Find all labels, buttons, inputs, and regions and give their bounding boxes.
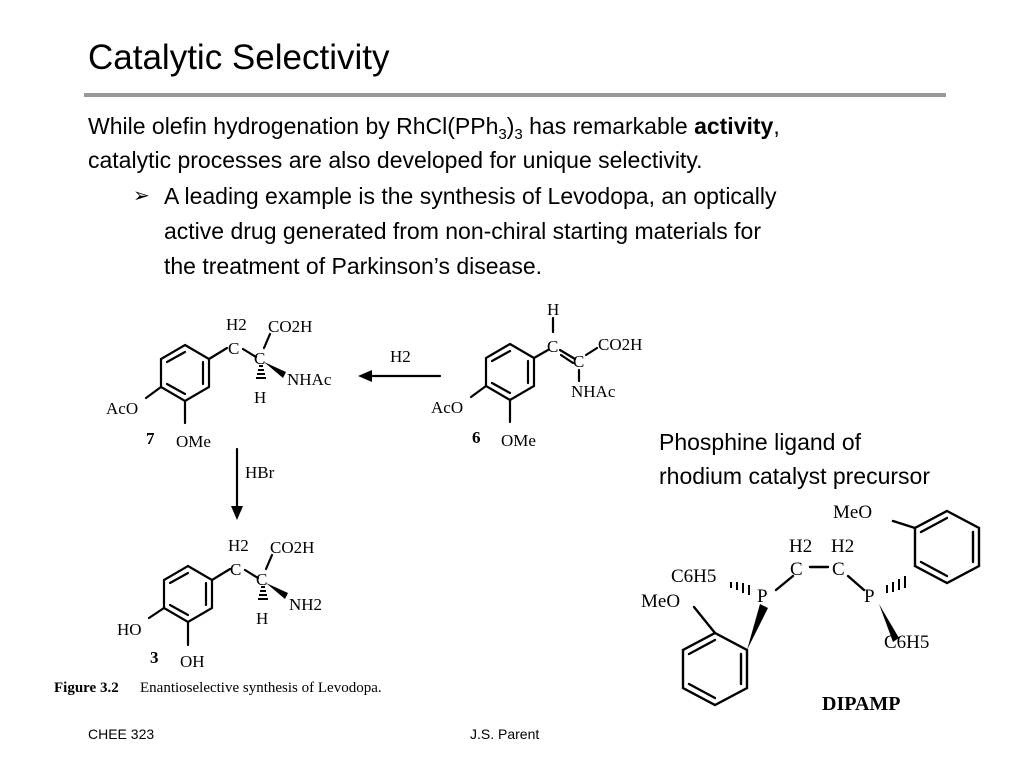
dipamp-name: DIPAMP <box>822 693 901 715</box>
bullet-line-3: the treatment of Parkinson’s disease. <box>164 253 543 279</box>
emphasis-activity: activity <box>694 113 774 139</box>
compound7-wedge <box>264 362 286 378</box>
figure-caption-text: Enantioselective synthesis of Levodopa. <box>140 680 382 696</box>
footer-course: CHEE 323 <box>88 726 155 742</box>
dipamp-hashed-bonds <box>730 576 906 595</box>
compound7-co2h: CO2H <box>268 317 312 336</box>
compound7-c1: C <box>228 339 239 358</box>
footer-author: J.S. Parent <box>470 726 540 742</box>
compound6-nhac: NHAc <box>571 382 616 401</box>
hashed-bonds <box>256 365 268 600</box>
slide-title: Catalytic Selectivity <box>88 38 390 77</box>
dipamp-h2-right: H2 <box>831 536 854 557</box>
ligand-caption-line-1: Phosphine ligand of <box>659 429 862 455</box>
dipamp-c-right: C <box>832 559 845 580</box>
figure-caption-label: Figure 3.2 <box>54 680 119 696</box>
dipamp-c6h5-left: C6H5 <box>671 566 716 587</box>
hbr-arrowhead <box>231 506 243 520</box>
compound6-c1: C <box>547 337 558 356</box>
title-underline <box>84 93 946 97</box>
dipamp-left-wedge <box>747 604 768 650</box>
compound6-aco: AcO <box>431 398 463 417</box>
paragraph-line-1: While olefin hydrogenation by RhCl(PPh3)… <box>88 111 780 143</box>
compound6-co2h: CO2H <box>598 335 642 354</box>
reagent-hbr: HBr <box>245 463 275 482</box>
dipamp-meo-left: MeO <box>641 591 680 612</box>
compound3-co2h: CO2H <box>270 538 314 557</box>
compound3-wedge <box>266 583 288 599</box>
compound3-ho: HO <box>117 620 142 639</box>
compound7-aco: AcO <box>106 399 138 418</box>
reagent-h2: H2 <box>390 347 411 366</box>
dipamp-h2-left: H2 <box>789 536 812 557</box>
compound7-nhac: NHAc <box>287 370 332 389</box>
compound3-oh: OH <box>180 652 205 671</box>
subscript: 3 <box>498 126 507 143</box>
compound7-c2: C <box>254 349 265 368</box>
compound3-h: H <box>256 609 268 628</box>
compound6-h: H <box>547 300 559 319</box>
dipamp-meo-top: MeO <box>833 502 872 523</box>
h2-arrowhead <box>358 370 372 382</box>
compound6-c2: C <box>573 352 584 371</box>
compound3-number: 3 <box>150 648 159 667</box>
compound6-number: 6 <box>472 428 481 447</box>
paragraph-line-2: catalytic processes are also developed f… <box>88 147 703 173</box>
dipamp-p-right: P <box>864 586 875 607</box>
ligand-caption: Phosphine ligand of rhodium catalyst pre… <box>659 425 930 493</box>
compound3-c2: C <box>256 570 267 589</box>
bullet-line-2: active drug generated from non-chiral st… <box>164 218 762 244</box>
paragraph-text: ) <box>506 113 515 139</box>
compound7-number: 7 <box>146 429 155 448</box>
dipamp-right-wedge <box>879 604 899 642</box>
paragraph-text: While olefin hydrogenation by RhCl(PPh <box>88 113 499 139</box>
arrow-bullet-icon: ➢ <box>133 185 150 207</box>
dipamp-p-left: P <box>757 586 768 607</box>
compound7-h: H <box>254 388 266 407</box>
dipamp-right-benzene-ring <box>913 509 981 585</box>
bullet-line-1: A leading example is the synthesis of Le… <box>164 183 777 209</box>
compound3-nh2: NH2 <box>289 595 322 614</box>
compound7-h2: H2 <box>226 315 247 334</box>
paragraph-text: has remarkable <box>522 113 695 139</box>
compound3-h2: H2 <box>228 536 249 555</box>
paragraph-text: , <box>773 113 780 139</box>
subscript: 3 <box>514 126 523 143</box>
dipamp-c-left: C <box>790 559 803 580</box>
ligand-caption-line-2: rhodium catalyst precursor <box>659 463 930 489</box>
compound6-ome: OMe <box>501 431 536 450</box>
dipamp-left-benzene-ring <box>681 631 749 707</box>
compound7-ome: OMe <box>176 432 211 451</box>
dipamp-c6h5-right: C6H5 <box>884 632 929 653</box>
compound3-c1: C <box>230 560 241 579</box>
